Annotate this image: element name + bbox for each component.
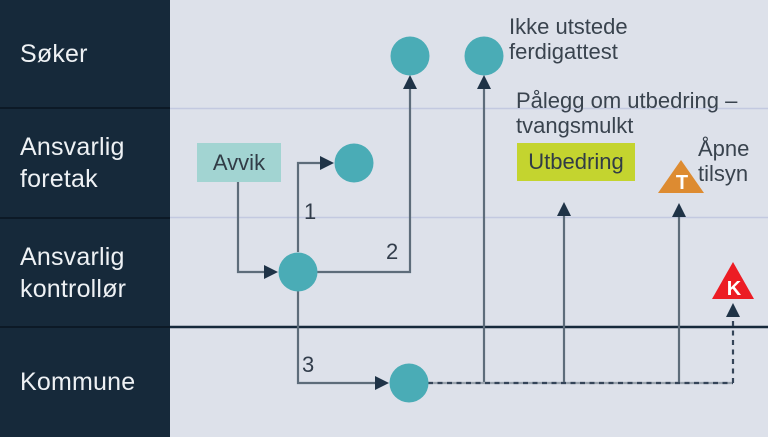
lane-label-ansvarlig-kontrollor: Ansvarlig kontrollør (20, 242, 127, 303)
lane-label-ansvarlig-foretak: Ansvarlig foretak (20, 133, 125, 193)
arrowhead-right-icon (320, 156, 334, 170)
avvik-box-label: Avvik (212, 149, 266, 175)
arrowheads (264, 75, 740, 390)
event-node-soker-1 (390, 36, 430, 76)
connector-avvik-to-kontrollor (236, 182, 264, 274)
arrowhead-up-icon (726, 303, 740, 317)
lane-ansvarlig-kontrollor: Ansvarlig kontrollør (0, 218, 170, 327)
step-number-3: 3 (302, 352, 315, 377)
lane-label-kommune: Kommune (20, 368, 136, 396)
kontroll-triangle-icon (712, 262, 754, 299)
sidebar-lane-separator (0, 326, 170, 328)
connector-lines (236, 89, 681, 385)
arrowhead-right-icon (375, 376, 389, 390)
swimlane-sidebar: Søker Ansvarlig foretak Ansvarlig kontro… (0, 0, 170, 437)
connector-kontrollor-to-foretak (296, 161, 320, 252)
event-node-kommune (389, 363, 429, 403)
event-node-foretak (334, 143, 374, 183)
arrowhead-up-icon (477, 75, 491, 89)
kontroll-triangle-letter: K (727, 278, 742, 300)
event-node-soker-2 (464, 36, 504, 76)
tilsyn-triangle-letter: T (676, 172, 688, 194)
arrowhead-up-icon (557, 202, 571, 216)
connector-kontrollor-to-kommune (296, 291, 375, 385)
annotation-palegg: Pålegg om utbedring – tvangsmulkt (516, 88, 738, 139)
avvik-box: Avvik (197, 143, 281, 182)
sidebar-lane-separator (0, 217, 170, 219)
step-number-1: 1 (304, 199, 317, 224)
sidebar-lane-separator (0, 107, 170, 109)
tilsyn-triangle-icon (658, 160, 704, 193)
event-nodes (278, 36, 504, 403)
utbedring-box: Utbedring (517, 143, 635, 181)
arrowhead-right-icon (264, 265, 278, 279)
annotation-ikke-utstede: Ikke utstede ferdigattest (509, 14, 628, 65)
event-node-kontrollor (278, 252, 318, 292)
lane-label-soker: Søker (20, 40, 88, 68)
connector-kontrollor-to-soker (317, 89, 412, 274)
annotation-apne-tilsyn: Åpne tilsyn (698, 136, 750, 187)
arrowhead-up-icon (672, 203, 686, 217)
utbedring-box-label: Utbedring (528, 149, 624, 174)
lane-kommune: Kommune (0, 327, 170, 437)
step-number-2: 2 (386, 239, 399, 264)
lane-ansvarlig-foretak: Ansvarlig foretak (0, 108, 170, 218)
arrowhead-up-icon (403, 75, 417, 89)
lane-soker: Søker (0, 0, 170, 108)
